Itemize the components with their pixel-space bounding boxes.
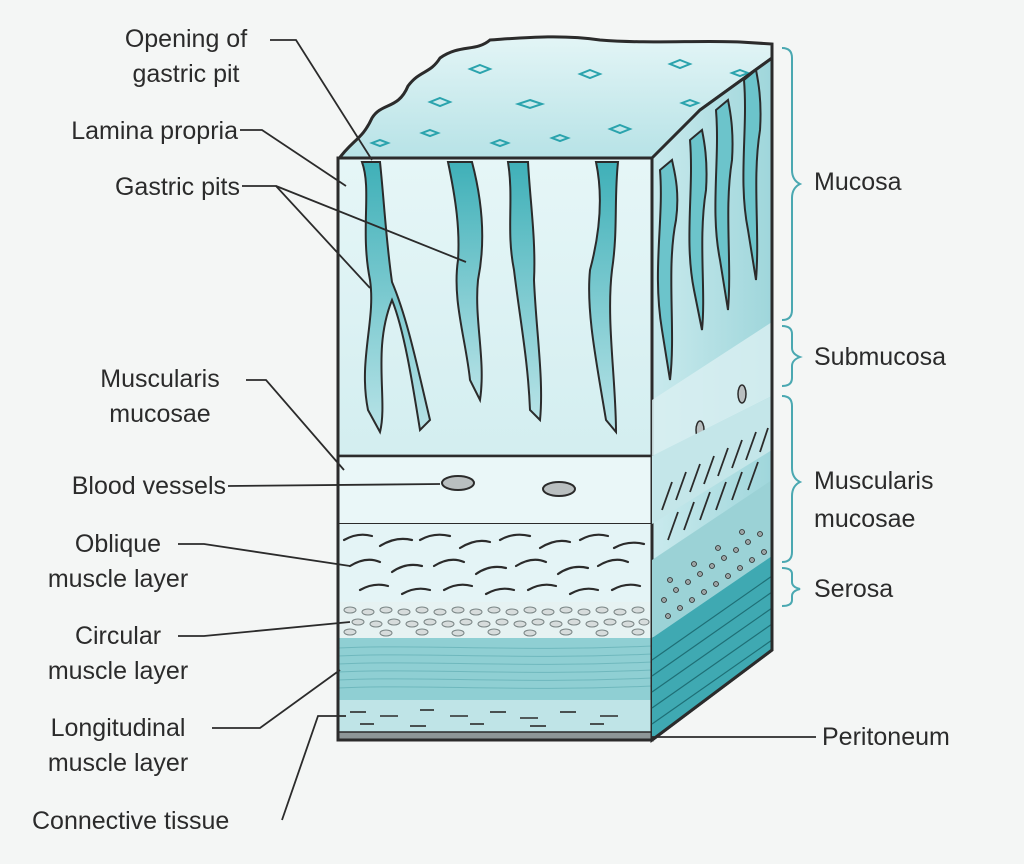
label-mucosa: Mucosa	[814, 165, 902, 199]
label-lamina-propria: Lamina propria	[10, 114, 238, 148]
label-longitudinal-line1: Longitudinal	[20, 711, 216, 745]
label-opening-line1: Opening of	[102, 22, 270, 56]
brace-serosa	[782, 568, 800, 606]
blood-vessel-1	[442, 476, 474, 490]
leader-lamina	[240, 130, 346, 186]
brace-mucosa	[782, 48, 800, 320]
leader-muscularis	[246, 380, 344, 470]
layer-braces	[782, 48, 800, 606]
label-muscularis-right-line1: Muscularis	[814, 464, 933, 498]
label-oblique-line1: Oblique	[20, 527, 216, 561]
brace-muscularis	[782, 396, 800, 562]
label-submucosa: Submucosa	[814, 340, 946, 374]
label-connective-tissue: Connective tissue	[32, 804, 229, 838]
label-opening-line2: gastric pit	[102, 57, 270, 91]
leader-longitudinal	[212, 670, 340, 728]
label-muscularis-line2: mucosae	[76, 397, 244, 431]
label-circular-line2: muscle layer	[20, 654, 216, 688]
label-oblique-line2: muscle layer	[20, 562, 216, 596]
front-submucosa	[338, 456, 652, 524]
label-gastric-pits: Gastric pits	[10, 170, 240, 204]
brace-submucosa	[782, 326, 800, 386]
blood-vessel-2	[543, 482, 575, 496]
label-circular-line1: Circular	[20, 619, 216, 653]
label-longitudinal-line2: muscle layer	[20, 746, 216, 780]
label-peritoneum: Peritoneum	[822, 720, 950, 754]
label-serosa: Serosa	[814, 572, 893, 606]
leader-connective	[282, 716, 346, 820]
label-muscularis-right-line2: mucosae	[814, 502, 915, 536]
label-muscularis-line1: Muscularis	[76, 362, 244, 396]
label-blood-vessels: Blood vessels	[4, 469, 226, 503]
